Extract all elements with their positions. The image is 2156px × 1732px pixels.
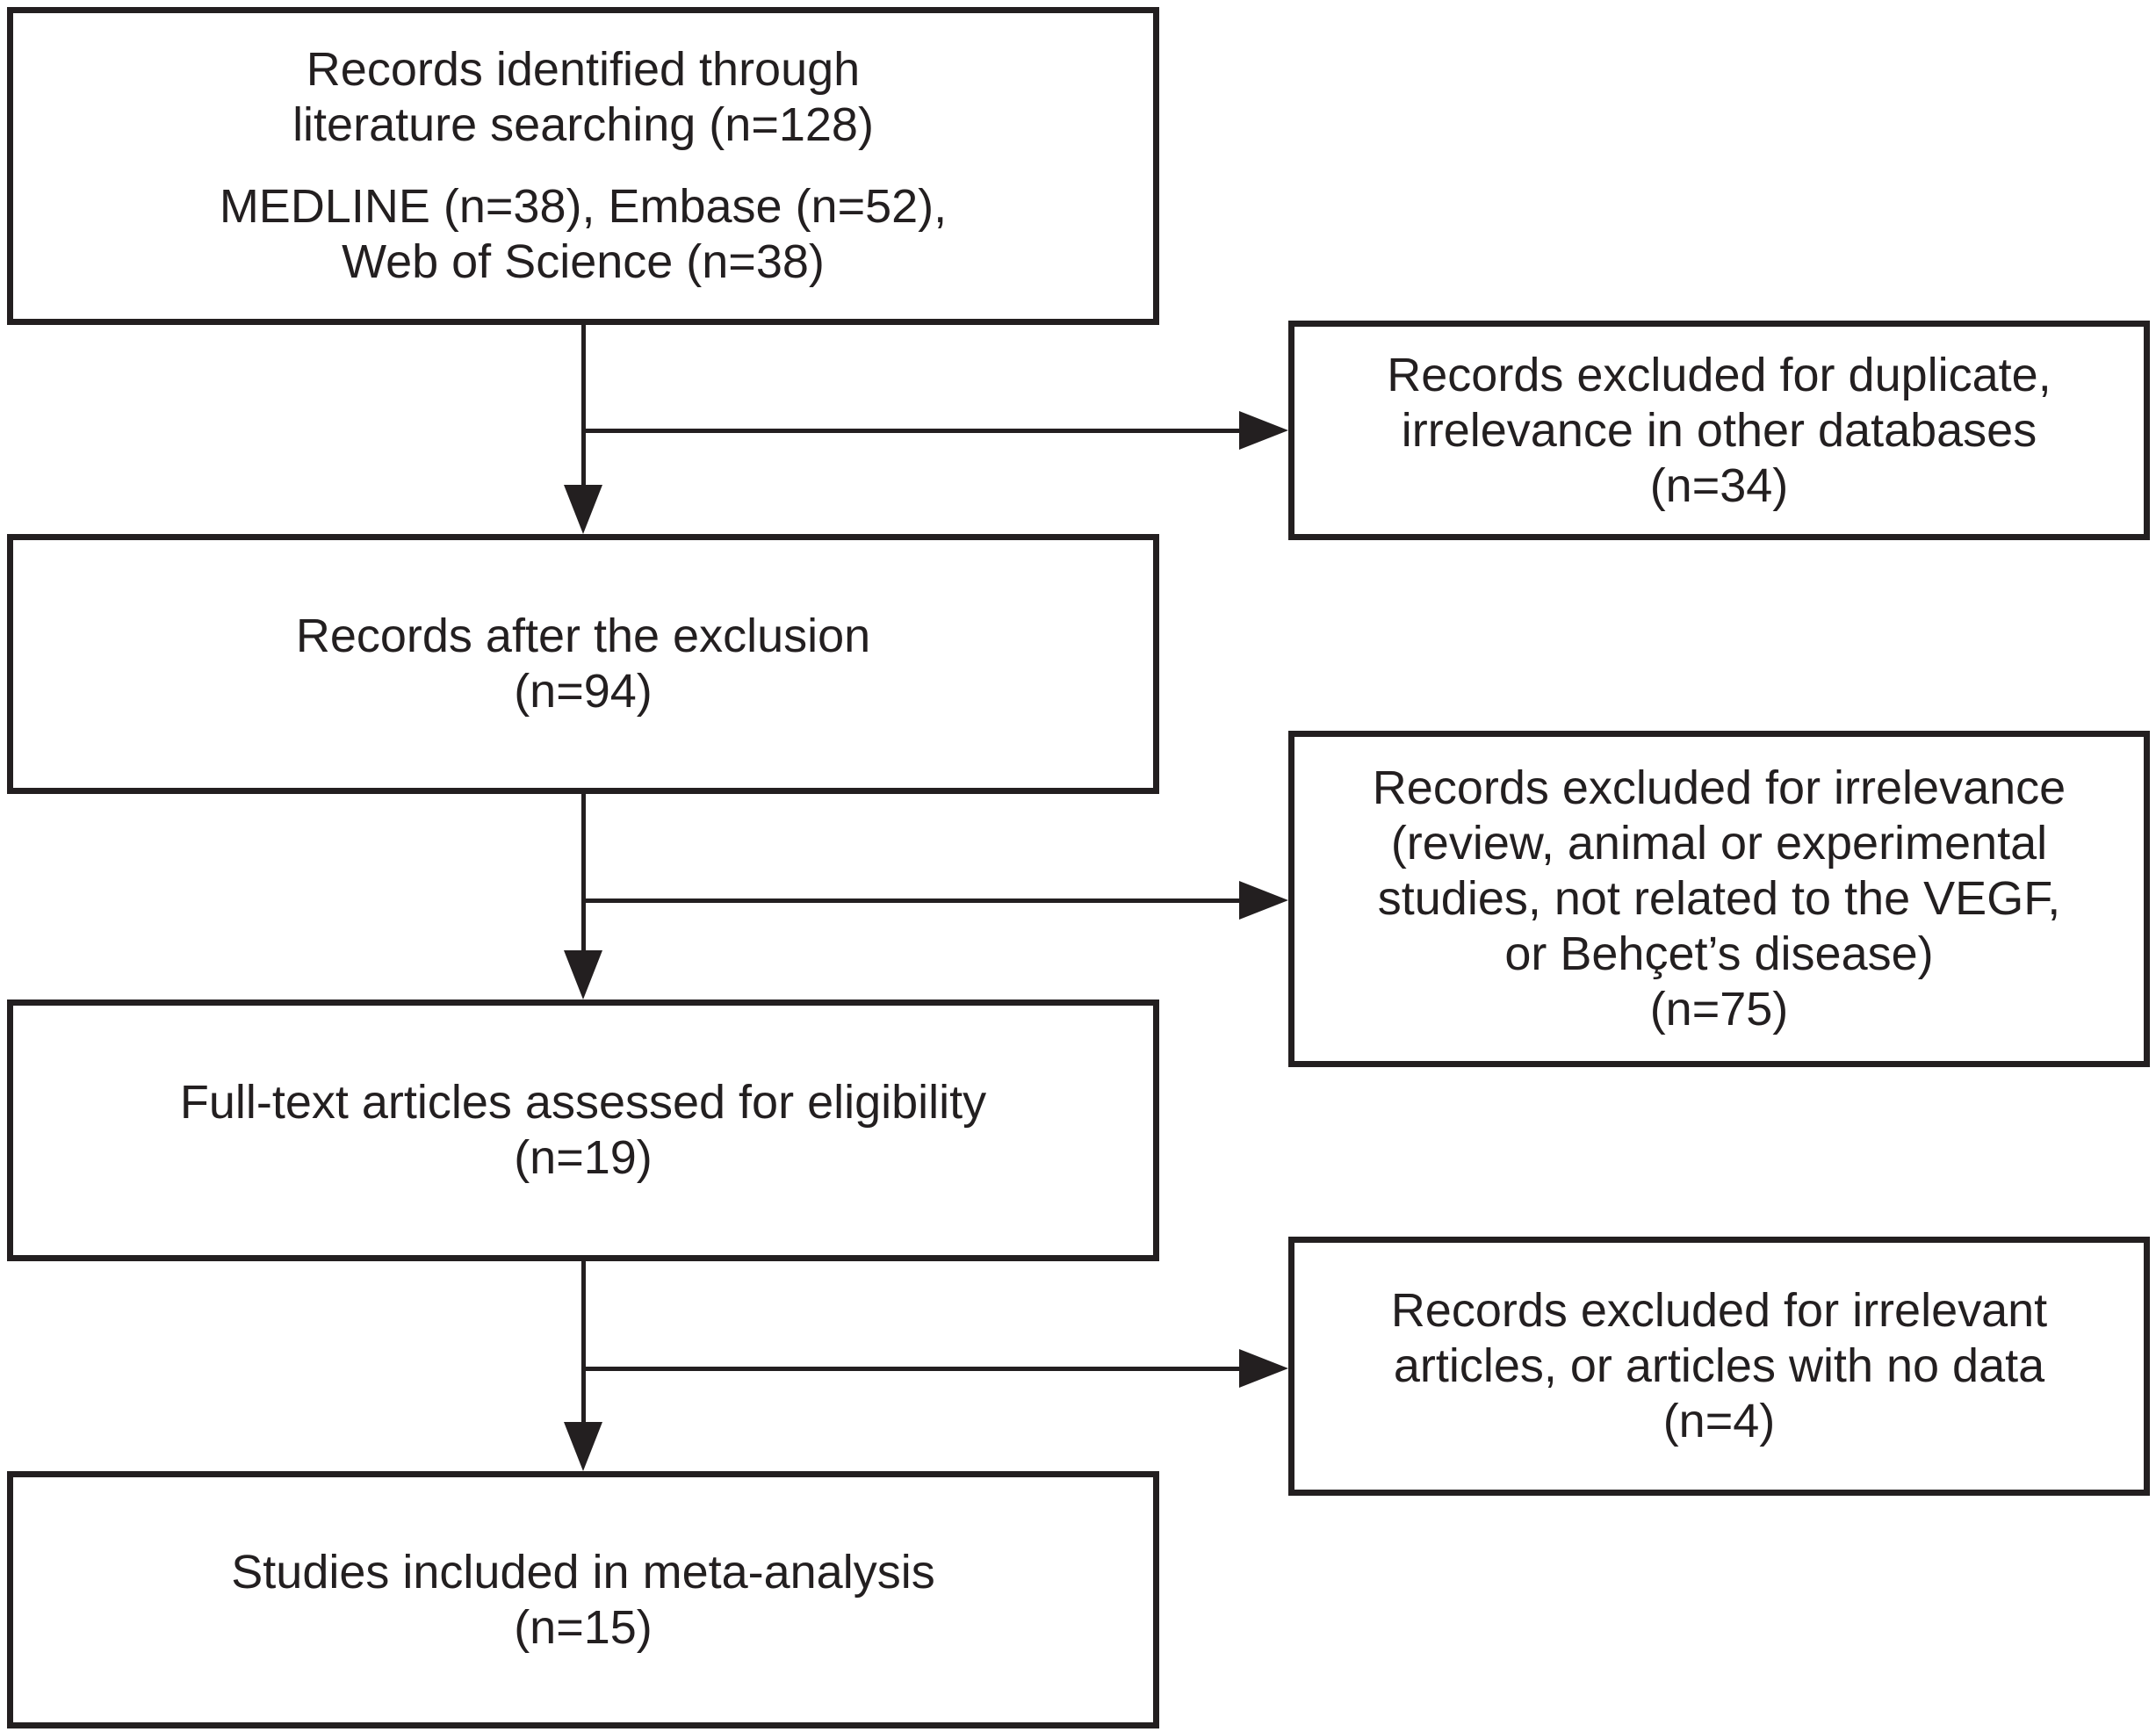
text-line: or Behçet’s disease) — [1504, 927, 1934, 980]
connector-branch-to-excluded-irrelevant-articles-line — [581, 1367, 1239, 1371]
text-line: (n=19) — [514, 1131, 653, 1184]
connector-fulltext-to-included-line — [581, 1260, 586, 1423]
box-text: Studies included in meta-analysis (n=15) — [231, 1545, 934, 1656]
text-line: (n=15) — [514, 1600, 653, 1654]
text-line: Studies included in meta-analysis — [231, 1545, 935, 1598]
box-excluded-irrelevant-articles: Records excluded for irrelevant articles… — [1288, 1237, 2150, 1496]
box-text: Full-text articles assessed for eligibil… — [180, 1075, 986, 1186]
arrowhead-right-icon — [1239, 411, 1288, 450]
connector-branch-to-excluded-irrelevance-line — [581, 898, 1239, 903]
box-fulltext-assessed: Full-text articles assessed for eligibil… — [7, 1000, 1159, 1261]
box-text: Records after the exclusion (n=94) — [296, 609, 870, 719]
box-text: Records excluded for irrelevant articles… — [1391, 1283, 2047, 1449]
arrowhead-down-icon — [564, 950, 602, 1000]
connector-branch-to-excluded-duplicates-line — [581, 429, 1239, 433]
box-text: Records excluded for irrelevance (review… — [1373, 761, 2066, 1037]
text-line: Records excluded for irrelevant — [1390, 1284, 2048, 1337]
box-excluded-duplicates: Records excluded for duplicate, irreleva… — [1288, 321, 2150, 540]
text-line: (n=4) — [1662, 1395, 1776, 1447]
box-excluded-irrelevance: Records excluded for irrelevance (review… — [1288, 731, 2150, 1067]
arrowhead-right-icon — [1239, 881, 1288, 920]
text-line: Full-text articles assessed for eligibil… — [179, 1076, 987, 1129]
text-line: MEDLINE (n=38), Embase (n=52), — [219, 180, 948, 233]
text-line: studies, not related to the VEGF, — [1377, 872, 2061, 925]
text-line: (review, animal or experimental — [1390, 817, 2048, 870]
text-line: (n=34) — [1649, 458, 1789, 512]
box-text: Records identified through literature se… — [292, 42, 874, 153]
text-line: articles, or articles with no data — [1393, 1339, 2045, 1392]
box-studies-included: Studies included in meta-analysis (n=15) — [7, 1471, 1159, 1728]
text-line: (n=75) — [1649, 983, 1789, 1036]
text-line: Records after the exclusion — [295, 610, 871, 662]
arrowhead-down-icon — [564, 485, 602, 534]
text-line: (n=94) — [514, 665, 653, 718]
box-text: Records excluded for duplicate, irreleva… — [1387, 348, 2051, 514]
text-line: literature searching (n=128) — [292, 98, 874, 151]
text-line: Records identified through — [306, 43, 861, 96]
connector-identified-to-after-line — [581, 325, 586, 487]
box-records-identified: Records identified through literature se… — [7, 7, 1159, 325]
text-line: Records excluded for duplicate, — [1387, 348, 2051, 401]
text-line: Web of Science (n=38) — [342, 235, 825, 288]
box-records-after-exclusion: Records after the exclusion (n=94) — [7, 534, 1159, 794]
text-line: irrelevance in other databases — [1401, 403, 2037, 457]
arrowhead-down-icon — [564, 1422, 602, 1471]
arrowhead-right-icon — [1239, 1349, 1288, 1388]
text-line: Records excluded for irrelevance — [1372, 761, 2066, 814]
connector-after-to-fulltext-line — [581, 793, 586, 951]
box-text: MEDLINE (n=38), Embase (n=52), Web of Sc… — [220, 179, 947, 290]
